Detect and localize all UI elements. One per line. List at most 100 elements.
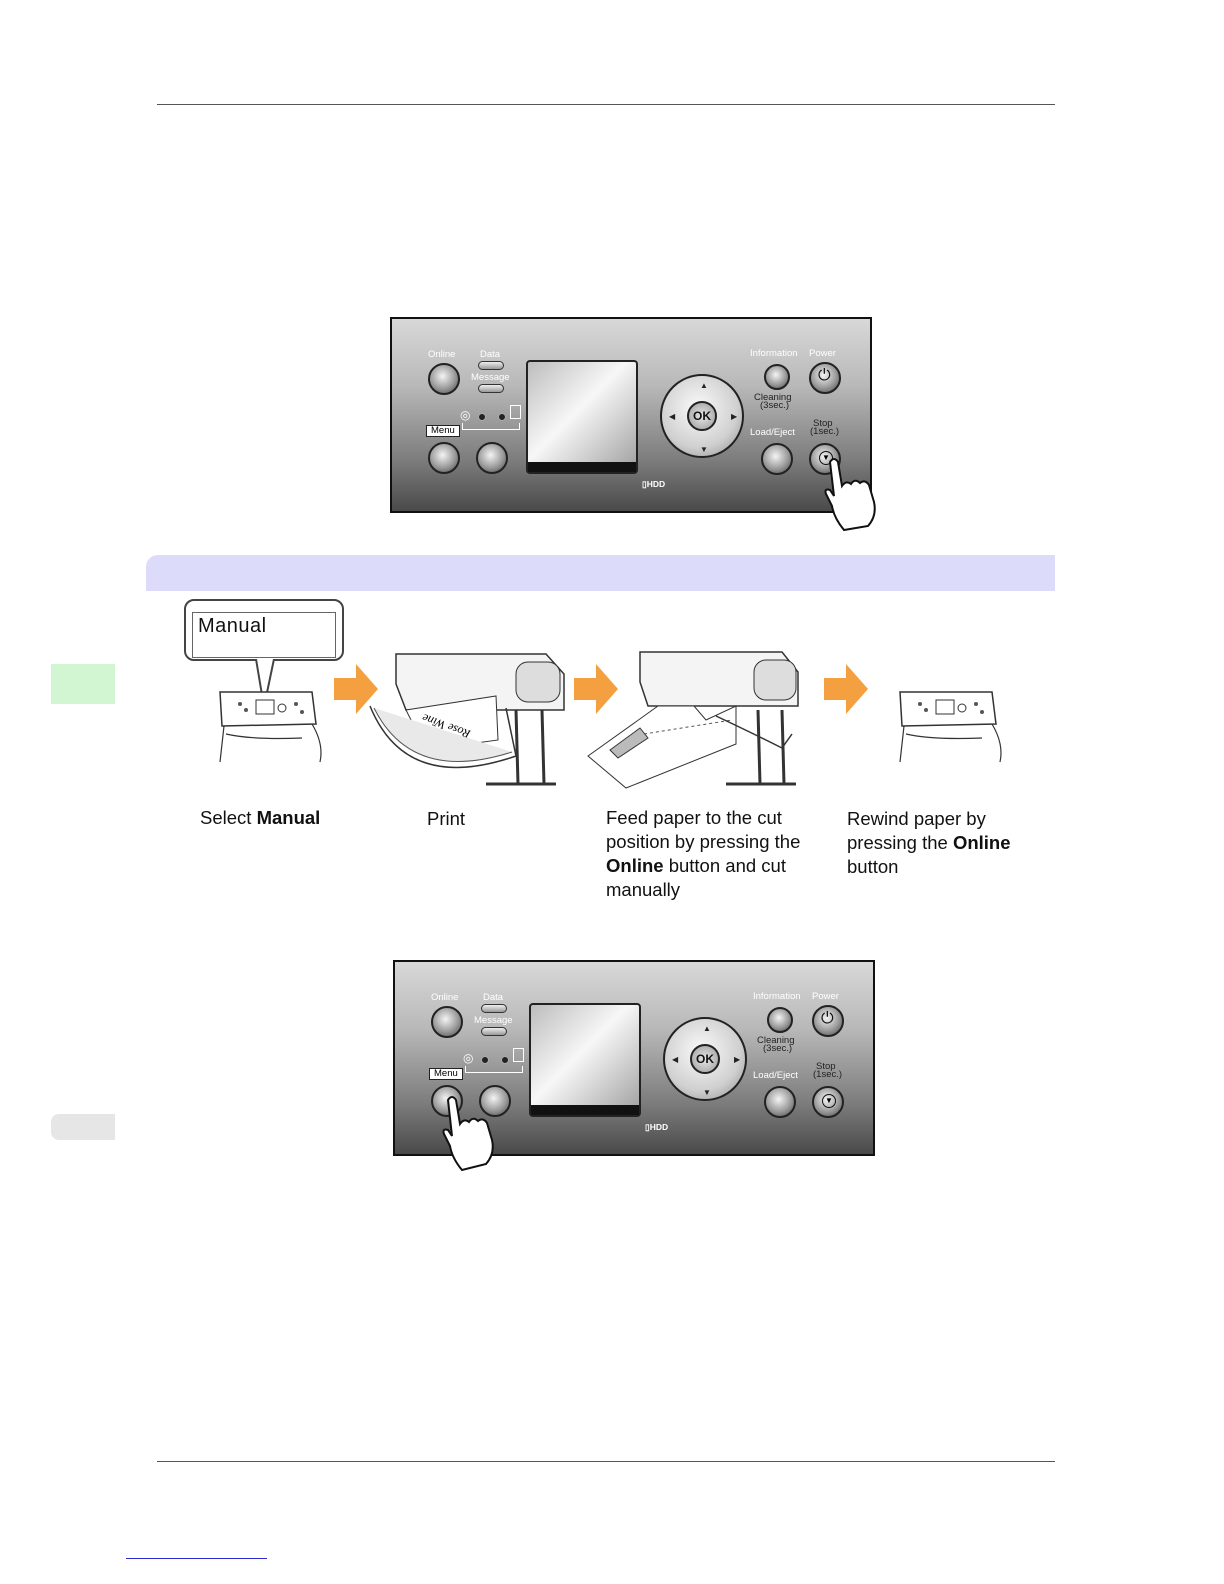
load-eject-button[interactable] [764,1086,796,1118]
message-indicator [478,384,504,393]
information-label: Information [753,991,801,1002]
manual-cut-illustration [587,651,799,789]
data-label: Data [480,349,501,360]
menu-button[interactable] [431,1085,463,1117]
hdd-indicator: ▯HDD [645,1122,669,1132]
hdd-indicator: ▯HDD [642,479,666,489]
cleaning-sub-label: (3sec.) [763,1043,793,1054]
flow-arrow-3 [824,664,868,714]
bracket-line [462,423,520,430]
power-icon: ⏻ [818,367,831,384]
step-4-line-2-pre: pressing the [847,832,953,853]
sheet-icon [510,405,521,419]
online-label: Online [431,992,459,1003]
up-arrow-icon[interactable]: ▲ [700,381,708,390]
callout-text: Manual [198,615,267,637]
menu-label: Menu [429,1068,463,1080]
cleaning-label: Cleaning [757,1035,795,1046]
step-4-line-3: button [847,856,899,877]
step-3-line-2: position by pressing the [606,831,801,852]
stop-sub-label: (1sec.) [810,426,840,437]
information-label: Information [750,348,798,359]
menu-label: Menu [426,425,460,437]
left-arrow-icon[interactable]: ◀ [669,412,676,421]
paper-select-button[interactable] [479,1085,511,1117]
stop-button[interactable]: ▼ [812,1086,844,1118]
ok-button[interactable]: OK [690,1044,720,1074]
step-4-bold: Online [952,832,1011,853]
flow-arrow-2 [574,664,618,714]
down-arrow-icon[interactable]: ▼ [700,445,708,454]
display-screen [529,1003,641,1117]
online-label: Online [428,349,456,360]
sheet-icon [513,1048,524,1062]
step-3-line-1: Feed paper to the cut [606,807,782,828]
step-1-bold: Manual [256,807,321,828]
control-panel-menu: Online Data Message ◎ Menu ▯HDD ▲ ▼ ◀ ▶ … [393,960,875,1156]
power-label: Power [809,348,836,359]
up-arrow-icon[interactable]: ▲ [703,1024,711,1033]
pointing-hand-icon [442,1096,494,1172]
bracket-line [465,1066,523,1073]
data-indicator [478,361,504,370]
printer-panel-illustration-2 [899,691,1002,763]
flow-arrow-1 [334,664,378,714]
step-3-line-3: Online button and cut [606,854,832,878]
step-3-line-3-rest: button and cut [663,855,786,876]
roll-led [478,413,486,421]
step-3-caption: Feed paper to the cut position by pressi… [606,806,832,902]
sheet-led [501,1056,509,1064]
stop-icon: ▼ [822,1094,836,1108]
down-arrow-icon[interactable]: ▼ [703,1088,711,1097]
ok-button[interactable]: OK [687,401,717,431]
right-arrow-icon[interactable]: ▶ [734,1055,741,1064]
menu-button[interactable] [428,442,460,474]
online-button[interactable] [431,1006,463,1038]
roll-icon: ◎ [463,1051,474,1065]
load-eject-label: Load/Eject [753,1070,798,1081]
stop-sub-label: (1sec.) [813,1069,843,1080]
navigation-pad[interactable]: ▲ ▼ ◀ ▶ OK [660,374,744,458]
stop-label: Stop [813,418,833,429]
right-arrow-icon[interactable]: ▶ [731,412,738,421]
step-3-bold: Online [606,855,664,876]
load-eject-button[interactable] [761,443,793,475]
footer-link-underline[interactable] [126,1558,267,1559]
data-indicator [481,1004,507,1013]
footer-rule [157,1461,1055,1462]
roll-icon: ◎ [460,408,471,422]
cleaning-sub-label: (3sec.) [760,400,790,411]
control-panel-stop: Online Data Message ◎ Menu ▯HDD ▲ ▼ ◀ ▶ … [390,317,872,513]
navigation-pad[interactable]: ▲ ▼ ◀ ▶ OK [663,1017,747,1101]
message-indicator [481,1027,507,1036]
stop-label: Stop [816,1061,836,1072]
step-1-text: Select [200,807,257,828]
online-button[interactable] [428,363,460,395]
information-button[interactable] [767,1007,793,1033]
data-label: Data [483,992,504,1003]
step-2-caption: Print [427,807,465,831]
paper-select-button[interactable] [476,442,508,474]
pointing-hand-icon [824,458,876,532]
power-label: Power [812,991,839,1002]
power-button[interactable]: ⏻ [809,362,841,394]
load-eject-label: Load/Eject [750,427,795,438]
roll-led [481,1056,489,1064]
message-label: Message [474,1015,513,1026]
cleaning-label: Cleaning [754,392,792,403]
header-rule [157,104,1055,105]
step-4-line-1: Rewind paper by [847,808,986,829]
step-3-line-4: manually [606,879,681,900]
power-icon: ⏻ [821,1010,834,1027]
sheet-led [498,413,506,421]
left-arrow-icon[interactable]: ◀ [672,1055,679,1064]
printer-panel-illustration [219,691,322,763]
stop-icon: ▼ [819,451,833,465]
chapter-tab-active[interactable] [51,664,115,704]
step-2-text: Print [427,808,466,829]
message-label: Message [471,372,510,383]
information-button[interactable] [764,364,790,390]
section-band [146,555,1055,591]
power-button[interactable]: ⏻ [812,1005,844,1037]
chapter-tab[interactable] [51,1114,115,1140]
